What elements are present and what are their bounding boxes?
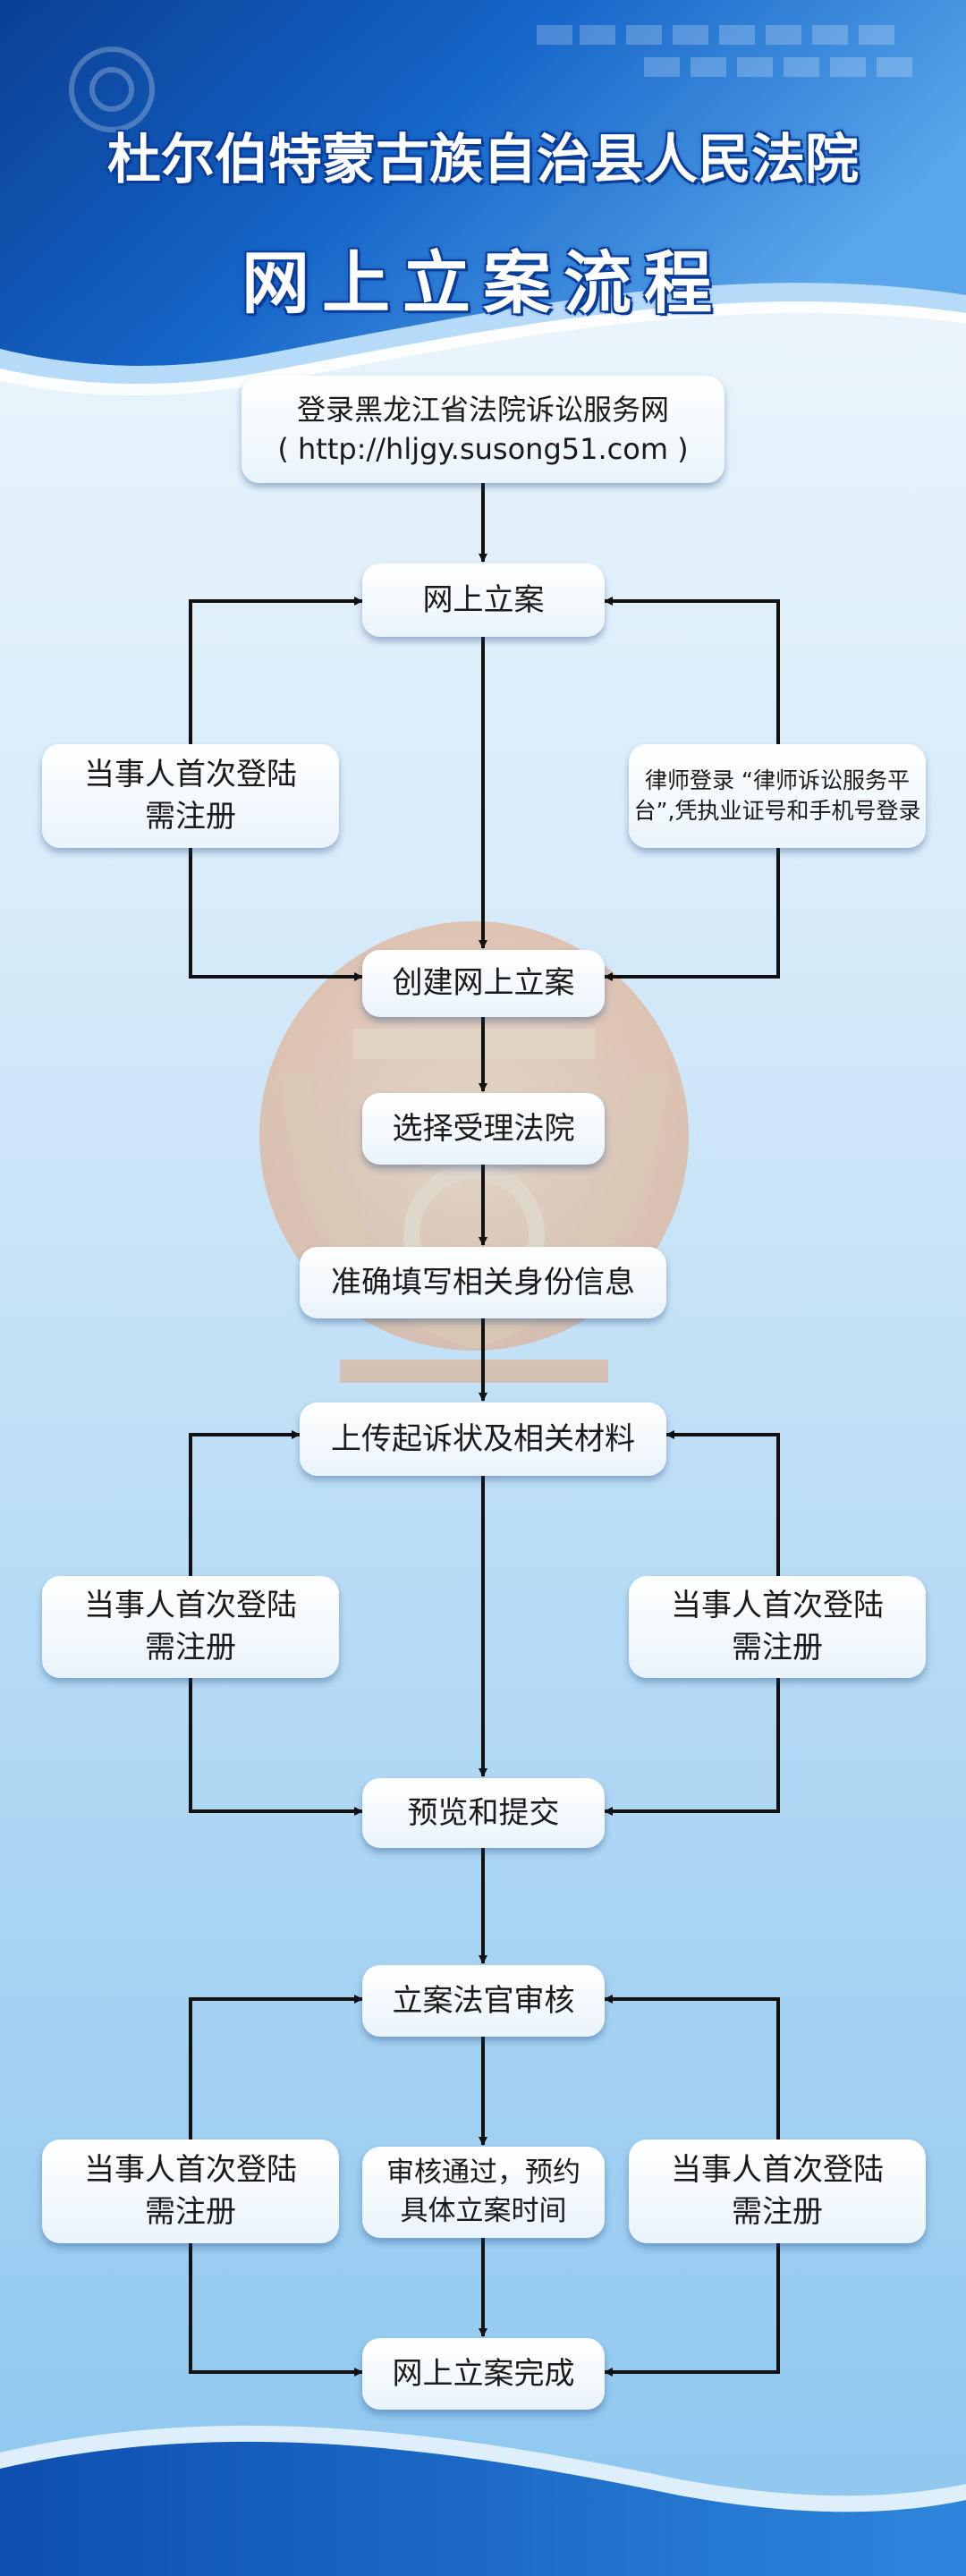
approved-line2: 具体立案时间 bbox=[400, 2195, 567, 2227]
create-filing-label: 创建网上立案 bbox=[392, 965, 575, 1002]
left2-line1: 当事人首次登陆 bbox=[84, 1588, 297, 1624]
upload-materials-label: 上传起诉状及相关材料 bbox=[331, 1420, 635, 1457]
left2-register-node: 当事人首次登陆 需注册 bbox=[42, 1576, 339, 1678]
select-court-label: 选择受理法院 bbox=[392, 1110, 575, 1147]
online-filing-node: 网上立案 bbox=[362, 564, 605, 637]
right3-line2: 需注册 bbox=[732, 2194, 823, 2230]
right1-line1: 律师登录 “律师诉讼服务平 bbox=[645, 767, 910, 793]
approved-schedule-node: 审核通过，预约 具体立案时间 bbox=[362, 2147, 605, 2238]
preview-submit-label: 预览和提交 bbox=[407, 1794, 560, 1831]
login-node-url: ( http://hljgy.susong51.com ) bbox=[277, 432, 689, 466]
court-name-title: 杜尔伯特蒙古族自治县人民法院 bbox=[107, 129, 859, 191]
select-court-node: 选择受理法院 bbox=[362, 1093, 605, 1165]
approved-line1: 审核通过，预约 bbox=[386, 2157, 580, 2190]
left3-register-node: 当事人首次登陆 需注册 bbox=[42, 2140, 339, 2243]
right1-lawyer-login-node: 律师登录 “律师诉讼服务平 台”,凭执业证号和手机号登录 bbox=[629, 744, 926, 848]
judge-review-node: 立案法官审核 bbox=[362, 1965, 605, 2037]
preview-submit-node: 预览和提交 bbox=[362, 1778, 605, 1848]
right3-line1: 当事人首次登陆 bbox=[671, 2152, 884, 2189]
left3-line1: 当事人首次登陆 bbox=[84, 2152, 297, 2189]
right2-register-node: 当事人首次登陆 需注册 bbox=[629, 1576, 926, 1678]
filing-complete-label: 网上立案完成 bbox=[392, 2355, 575, 2392]
flow-title: 网上立案流程 bbox=[242, 243, 724, 323]
filing-complete-node: 网上立案完成 bbox=[362, 2338, 605, 2410]
right2-line2: 需注册 bbox=[732, 1630, 823, 1665]
login-node: 登录黑龙江省法院诉讼服务网 ( http://hljgy.susong51.co… bbox=[242, 376, 724, 483]
right3-register-node: 当事人首次登陆 需注册 bbox=[629, 2140, 926, 2243]
fill-identity-label: 准确填写相关身份信息 bbox=[331, 1264, 635, 1301]
right1-line2: 台”,凭执业证号和手机号登录 bbox=[633, 798, 921, 824]
left1-line1: 当事人首次登陆 bbox=[84, 757, 297, 793]
left1-line2: 需注册 bbox=[145, 799, 236, 835]
right2-line1: 当事人首次登陆 bbox=[671, 1588, 884, 1624]
fill-identity-node: 准确填写相关身份信息 bbox=[300, 1247, 666, 1318]
left1-register-node: 当事人首次登陆 需注册 bbox=[42, 744, 339, 848]
judge-review-label: 立案法官审核 bbox=[392, 1982, 575, 2019]
create-filing-node: 创建网上立案 bbox=[362, 950, 605, 1017]
login-node-line1: 登录黑龙江省法院诉讼服务网 bbox=[296, 392, 669, 427]
left2-line2: 需注册 bbox=[145, 1630, 236, 1665]
left3-line2: 需注册 bbox=[145, 2194, 236, 2230]
upload-materials-node: 上传起诉状及相关材料 bbox=[300, 1402, 666, 1476]
online-filing-label: 网上立案 bbox=[422, 581, 545, 618]
